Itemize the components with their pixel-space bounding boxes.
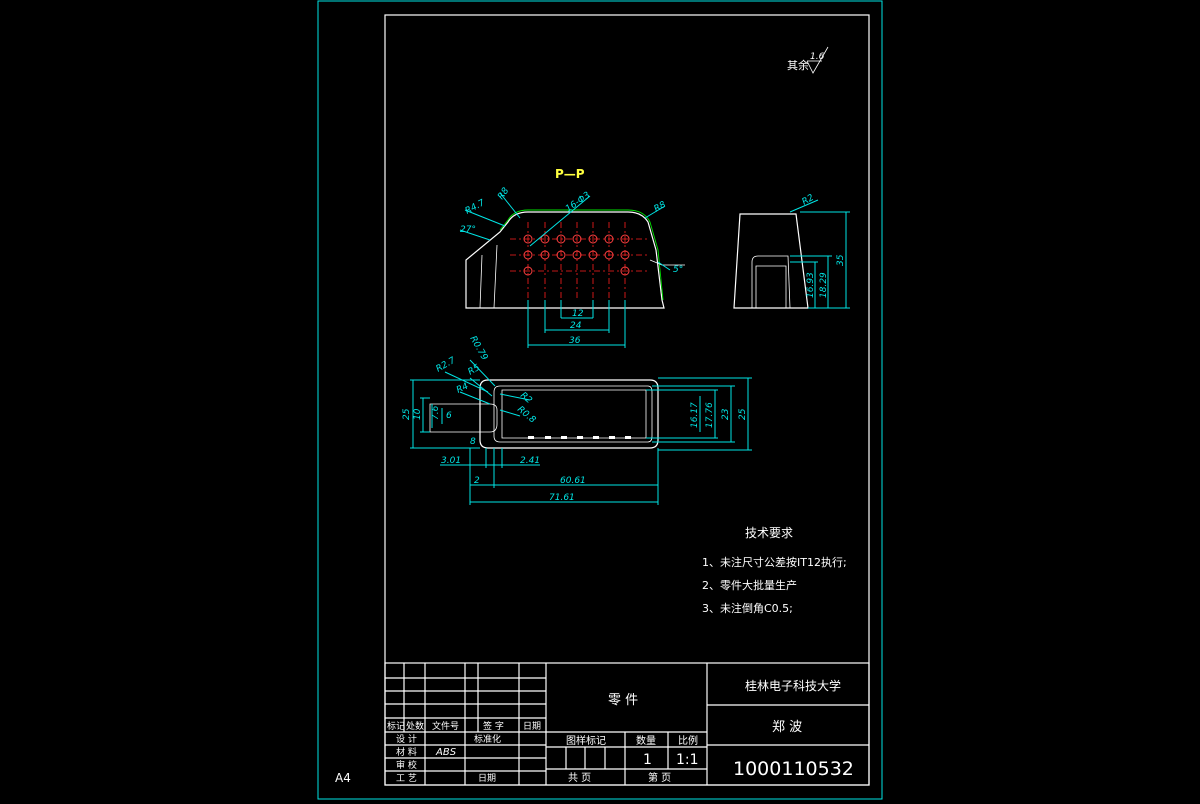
- dim-label: 2: [474, 476, 480, 486]
- plan-outline: [479, 379, 659, 449]
- tb-rev-header: 签 字: [483, 720, 504, 732]
- roughness-check-icon: [806, 46, 829, 74]
- tech-item: 1、未注尺寸公差按IT12执行;: [702, 555, 847, 569]
- dim-label: R2: [518, 391, 534, 407]
- dim-label: 16-Φ3: [564, 190, 592, 214]
- dim-label: 17.76: [705, 402, 715, 428]
- dim-label: 16.93: [806, 272, 816, 298]
- tech-item: 3、未注倒角C0.5;: [702, 601, 793, 615]
- tb-row-mid: 日期: [478, 773, 496, 784]
- plan-view: R0.79 R2.7 R5 R4 R2 R0.8 25 10 7.6 6 8 3…: [402, 335, 752, 505]
- tb-scale-label: 比例: [678, 734, 698, 747]
- tb-stage-mark: 图样标记: [566, 734, 606, 747]
- dim-label: R2: [801, 193, 817, 208]
- dim-label: 25: [738, 408, 748, 420]
- dim-label: 23: [721, 408, 731, 420]
- tb-quantity: 1: [643, 752, 652, 768]
- tb-rev-header: 标记: [387, 720, 405, 732]
- dim-label: 25: [402, 408, 412, 420]
- roughness-label: 其余: [787, 58, 809, 72]
- dim-label: 27°: [460, 225, 476, 235]
- dim-label: 24: [570, 321, 582, 331]
- dim-label: 3.01: [441, 456, 461, 466]
- roughness-symbol: 其余 1.6: [787, 46, 829, 74]
- tb-quantity-label: 数量: [636, 734, 656, 747]
- sheet-size-label: A4: [335, 771, 351, 785]
- tb-row-mid: 标准化: [474, 733, 501, 745]
- dim-label: R2.7: [435, 356, 458, 375]
- tb-scale: 1:1: [676, 752, 699, 768]
- tb-material: ABS: [435, 747, 457, 758]
- dim-label: R4: [455, 381, 470, 395]
- tech-item: 2、零件大批量生产: [702, 578, 797, 592]
- tb-rev-header: 日期: [523, 721, 541, 732]
- dim-label: 8: [470, 437, 476, 447]
- dim-label: 60.61: [560, 476, 586, 486]
- tech-title: 技术要求: [745, 526, 793, 540]
- tb-total-sheets: 共 页: [568, 772, 591, 784]
- dim-label: R5: [467, 363, 483, 378]
- tb-designer: 郑 波: [772, 720, 802, 735]
- tb-row-label: 材 料: [396, 746, 417, 758]
- hole-pattern: [510, 222, 650, 300]
- section-outline: [465, 211, 665, 309]
- tb-school: 桂林电子科技大学: [745, 678, 841, 693]
- tb-row-label: 工 艺: [396, 773, 417, 784]
- tb-row-label: 审 校: [396, 759, 417, 771]
- tb-rev-header: 处数: [406, 720, 424, 732]
- side-outline: [733, 213, 809, 309]
- dim-label: 7.6: [431, 405, 441, 420]
- dim-label: R8: [496, 186, 511, 202]
- tb-sheet-no: 第 页: [648, 771, 671, 784]
- dim-label: 5°: [673, 265, 683, 275]
- side-view: R2 35 18.29 16.93: [733, 193, 850, 309]
- dim-label: 12: [572, 309, 584, 319]
- tb-part-name: 零 件: [608, 693, 638, 708]
- dim-label: 10: [413, 408, 423, 420]
- roughness-value: 1.6: [810, 52, 825, 62]
- dim-label: 71.61: [549, 493, 575, 503]
- dim-label: 16.17: [690, 402, 700, 428]
- drawing-frame: [384, 14, 870, 786]
- dim-label: 2.41: [520, 456, 540, 466]
- dim-label: R0.79: [467, 335, 489, 363]
- tb-row-label: 设 计: [396, 733, 417, 745]
- title-block: 标记 处数 文件号 签 字 日期 设 计 标准化 材 料 ABS 审 校 工 艺…: [384, 662, 870, 786]
- tb-drawing-number: 1000110532: [733, 758, 854, 780]
- tb-rev-header: 文件号: [432, 720, 459, 732]
- dim-label: 6: [446, 411, 452, 421]
- dim-label: 18.29: [819, 272, 829, 298]
- section-view: P—P: [459, 167, 685, 348]
- sheet-outer-border: [317, 0, 883, 800]
- dim-label: 36: [569, 336, 581, 346]
- dim-label: 35: [836, 254, 846, 266]
- tech-requirements: 技术要求 1、未注尺寸公差按IT12执行; 2、零件大批量生产 3、未注倒角C0…: [702, 526, 847, 615]
- section-title: P—P: [555, 167, 585, 181]
